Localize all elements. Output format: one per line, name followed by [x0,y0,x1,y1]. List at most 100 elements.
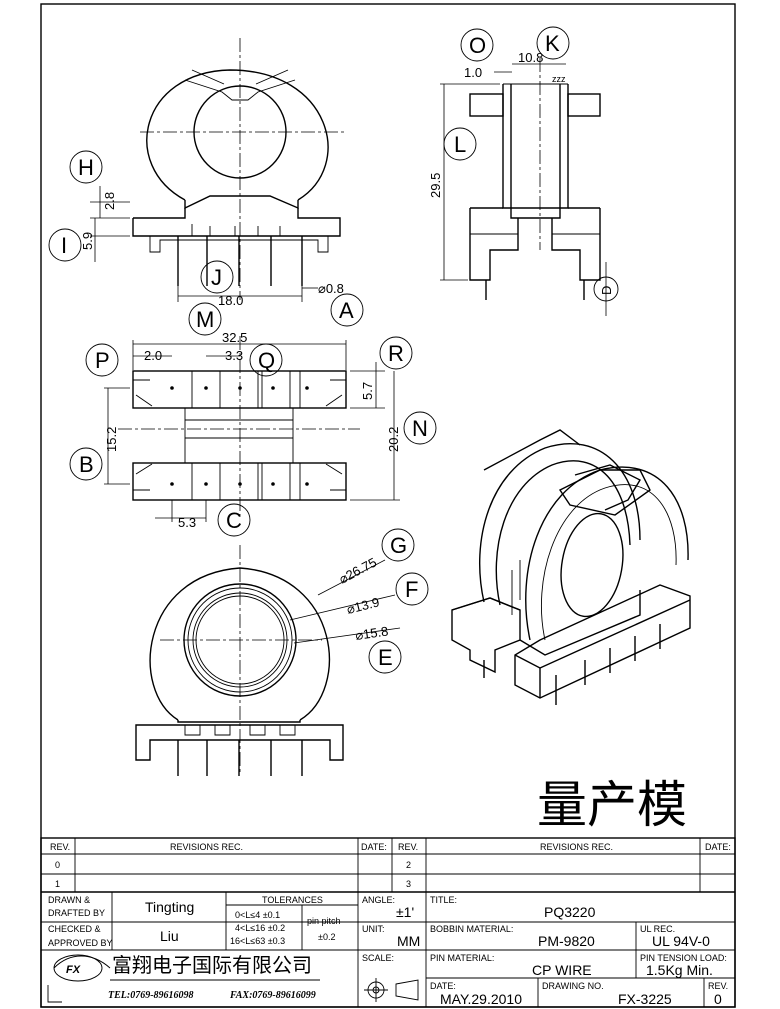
pin-tension-label: PIN TENSION LOAD: [640,953,727,963]
ul-rec-label: UL REC. [640,924,675,934]
svg-text:L: L [454,132,466,157]
svg-text:D: D [599,286,614,295]
dim-pin-diameter: ⌀0.8 [318,281,344,296]
projection-symbol [364,978,419,1002]
tolerance-row-3: 16<L≤63 ±0.3 [230,936,285,946]
svg-text:N: N [412,416,428,441]
dim-1-0: 1.0 [464,65,482,80]
dim-dia-13-9: ⌀13.9 [345,594,381,617]
company-fax: FAX:0769-89616099 [229,990,316,1001]
svg-text:M: M [196,307,214,332]
sheet-border [40,3,736,1008]
date-value: MAY.29.2010 [440,991,522,1007]
callout-a: A [330,293,364,327]
title-value: PQ3220 [544,904,596,920]
rev-row-3: 3 [406,879,411,889]
bottom-view: 32.5 2.0 3.3 5.7 20.2 15.2 5.3 [104,330,401,530]
checked-by-label-1: CHECKED & [48,924,101,934]
pin-tension-value: 1.5Kg Min. [646,962,713,978]
checked-by-value: Liu [160,928,179,944]
company-tel: TEL:0769-89616098 [108,990,194,1001]
dim-2-8: 2.8 [102,192,117,210]
circular-view: ⌀26.75 ⌀13.9 ⌀15.8 [135,545,401,776]
svg-text:R: R [388,341,404,366]
tolerances-label: TOLERANCES [262,895,323,905]
svg-text:H: H [78,155,94,180]
isometric-view [451,429,691,705]
callout-e: E [368,640,402,674]
callout-d: D [593,276,619,302]
drawn-by-value: Tingting [145,899,194,915]
callout-b: B [69,447,103,481]
callout-m: M [188,302,222,336]
svg-text:F: F [405,577,418,602]
company-name: 富翔电子国际有限公司 [112,953,312,977]
drawing-no-label: DRAWING NO. [542,981,604,991]
title-block: REV. REVISIONS REC. DATE: REV. REVISIONS… [40,837,736,1008]
rev-row-1: 1 [55,879,60,889]
checked-by-label-2: APPROVED BY [48,938,113,948]
ul-rec-value: UL 94V-0 [652,933,710,949]
title-label: TITLE: [430,895,457,905]
revisions-header-right: REVISIONS REC. [540,842,613,852]
tolerance-row-1: 0<L≤4 ±0.1 [235,910,280,920]
angle-label: ANGLE: [362,895,395,905]
svg-text:O: O [469,33,486,58]
unit-value: MM [397,933,420,949]
svg-text:Q: Q [258,348,275,373]
dim-5-3: 5.3 [178,515,196,530]
svg-text:P: P [95,348,110,373]
drawn-by-label-1: DRAWN & [48,895,90,905]
tolerance-row-2: 4<L≤16 ±0.2 [235,923,285,933]
rev-row-2: 2 [406,860,411,870]
svg-text:K: K [545,31,560,56]
callout-n: N [403,411,437,445]
bobbin-material-label: BOBBIN MATERIAL: [430,924,513,934]
svg-text:I: I [61,233,67,258]
callout-f: F [395,572,429,606]
callout-g: G [381,528,415,562]
drawing-no-value: FX-3225 [618,991,672,1007]
date-header-right: DATE: [705,842,731,852]
dim-zzz: zzz [552,74,566,84]
dim-18-0: 18.0 [218,293,243,308]
dim-2-0: 2.0 [144,348,162,363]
rev-header-left: REV. [50,842,70,852]
dim-5-9: 5.9 [80,232,95,250]
side-section-view: 29.5 1.0 10.8 zzz [428,50,607,316]
pin-material-value: CP WIRE [532,962,592,978]
svg-text:J: J [211,265,222,290]
rev-row-0: 0 [55,860,60,870]
dim-32-5: 32.5 [222,330,247,345]
svg-text:A: A [339,298,354,323]
svg-text:E: E [378,645,393,670]
unit-label: UNIT: [362,924,385,934]
callout-l: L [443,127,477,161]
dim-3-3: 3.3 [225,348,243,363]
bobbin-material-value: PM-9820 [538,933,595,949]
pin-pitch-label: pin pitch [307,916,341,926]
dim-15-2: 15.2 [104,427,119,452]
dim-29-5: 29.5 [428,173,443,198]
production-stamp: 量产模 [537,776,687,834]
revisions-header-left: REVISIONS REC. [170,842,243,852]
date-header-left: DATE: [361,842,387,852]
company-logo: FX [53,954,111,982]
front-view: 18.0 ⌀0.8 2.8 5.9 [80,38,345,308]
rev-label: REV. [708,981,728,991]
callout-o: O [460,28,494,62]
callout-i: I [48,228,82,262]
angle-value: ±1' [396,904,414,920]
svg-text:B: B [79,452,94,477]
pin-pitch-value: ±0.2 [318,932,335,942]
drawn-by-label-2: DRAFTED BY [48,908,105,918]
svg-text:FX: FX [66,964,81,976]
svg-text:G: G [390,533,407,558]
svg-text:C: C [226,508,242,533]
rev-header-right: REV. [398,842,418,852]
dim-5-7: 5.7 [360,382,375,400]
callout-c: C [217,503,251,537]
pin-material-label: PIN MATERIAL: [430,953,494,963]
date-label: DATE: [430,981,456,991]
